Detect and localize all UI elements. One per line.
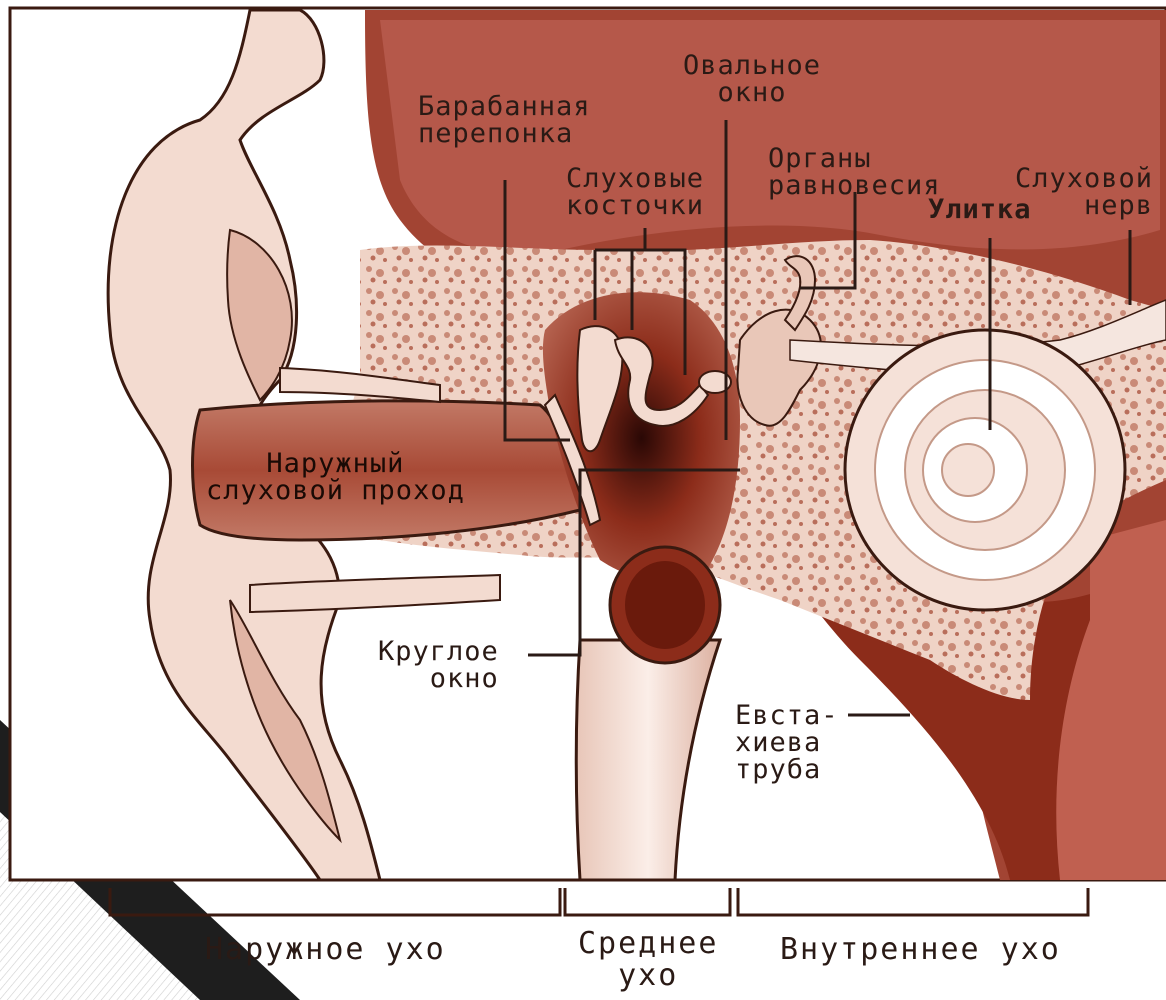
label-cochlea: Улитка bbox=[928, 196, 1032, 223]
cochlea-shape bbox=[845, 330, 1125, 610]
label-auditory-nerve: Слуховой нерв bbox=[1015, 165, 1153, 219]
label-eustachian-tube: Евста- хиева труба bbox=[735, 702, 839, 783]
label-ossicles: Слуховые косточки bbox=[566, 165, 704, 219]
label-oval-window: Овальное окно bbox=[683, 52, 821, 106]
label-ear-canal: Наружный слуховой проход bbox=[206, 450, 465, 504]
section-inner-ear: Внутреннее ухо bbox=[780, 935, 1061, 965]
section-middle-ear: Среднее ухо bbox=[578, 928, 718, 992]
label-balance-organs: Органы равновесия bbox=[768, 145, 941, 199]
section-outer-ear: Наружное ухо bbox=[205, 935, 446, 965]
label-round-window: Круглое окно bbox=[378, 638, 499, 692]
section-brackets bbox=[110, 888, 1088, 915]
label-tympanic-membrane: Барабанная перепонка bbox=[418, 93, 591, 147]
